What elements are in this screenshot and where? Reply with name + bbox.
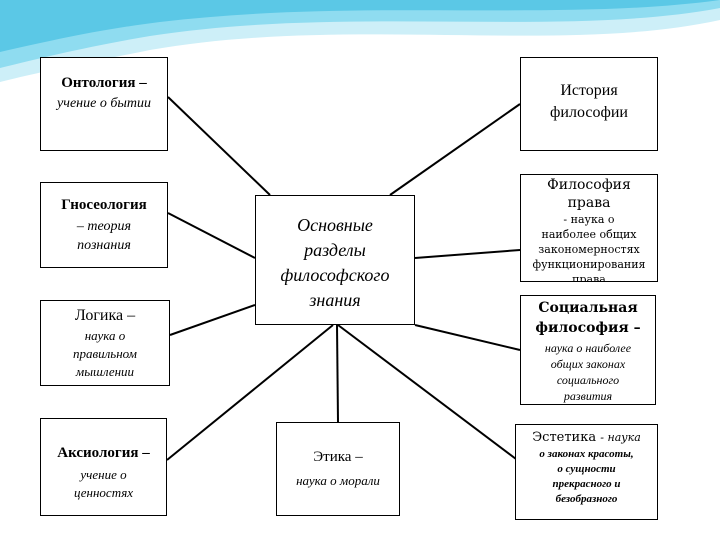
history-title: История философии — [550, 82, 628, 121]
social-desc: наука о наиболее общих законах социально… — [544, 341, 632, 403]
aesthetics-title: Эстетика — [532, 430, 597, 445]
ethics-desc: наука о морали — [296, 473, 380, 488]
logic-title: Логика – — [74, 307, 136, 324]
gnoseology-title: Гносеология — [61, 197, 147, 213]
ethics-title: Этика – — [313, 449, 363, 465]
ontology-title: Онтология – — [61, 75, 147, 91]
law-box: Философия права - наука о наиболее общих… — [520, 174, 658, 282]
center-title: Основные разделы философского знания — [280, 215, 390, 310]
social-title: Социальная философия – — [535, 300, 641, 336]
center-box: Основные разделы философского знания — [255, 195, 415, 325]
aesthetics-desc: о законах красоты, о сущности прекрасног… — [539, 448, 634, 505]
gnoseology-box: Гносеология – теория познания — [40, 182, 168, 268]
axiology-box: Аксиология – учение о ценностях — [40, 418, 167, 516]
axiology-title: Аксиология – — [57, 445, 150, 461]
aesthetics-desc-inline: - наука — [600, 431, 641, 444]
ethics-box: Этика – наука о морали — [276, 422, 400, 516]
ontology-box: Онтология – учение о бытии — [40, 57, 168, 151]
logic-box: Логика – наука о правильном мышлении — [40, 300, 170, 386]
logic-desc: наука о правильном мышлении — [73, 328, 137, 379]
law-title: Философия права — [547, 177, 631, 211]
decorative-wave — [0, 0, 720, 82]
social-box: Социальная философия – наука о наиболее … — [520, 295, 656, 405]
axiology-desc: учение о ценностях — [73, 467, 134, 500]
history-box: История философии — [520, 57, 658, 151]
law-desc-inline: - наука о — [563, 213, 615, 226]
aesthetics-title-row: Эстетика - наука — [520, 429, 653, 447]
ontology-desc: учение о бытии — [57, 96, 151, 111]
aesthetics-box: Эстетика - наука о законах красоты, о су… — [515, 424, 658, 520]
gnoseology-desc: – теория познания — [76, 219, 132, 253]
law-desc: наиболее общих закономерностях функциони… — [532, 228, 646, 282]
